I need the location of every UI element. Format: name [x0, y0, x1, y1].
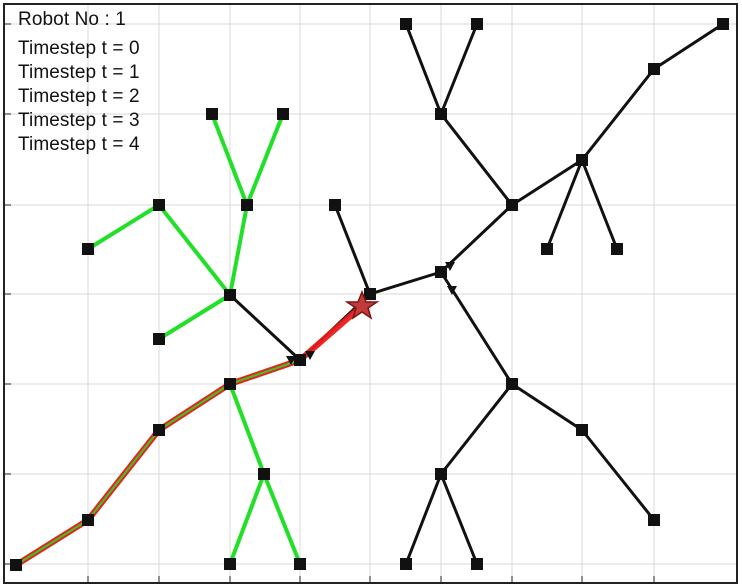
- triangle-markers: [286, 262, 457, 365]
- tree-edge: [333, 203, 372, 296]
- square-marker: [435, 266, 447, 278]
- tree-edge: [439, 472, 479, 566]
- green-edge: [228, 382, 266, 476]
- figure-title: Robot No : 1: [18, 9, 126, 30]
- tree-edge: [510, 382, 584, 432]
- tree-edge: [580, 158, 619, 251]
- square-marker: [471, 558, 483, 570]
- green-edge: [245, 112, 285, 207]
- square-marker: [329, 199, 341, 211]
- star-marker: [344, 289, 380, 320]
- legend-overlay: Robot No : 1 Timestep t = 0 Timestep t =…: [18, 8, 140, 157]
- square-marker: [294, 354, 306, 366]
- square-marker: [206, 108, 218, 120]
- square-marker: [400, 558, 412, 570]
- triangle-marker: [286, 356, 296, 365]
- square-marker: [435, 108, 447, 120]
- tree-edge: [368, 270, 443, 296]
- green-edge: [157, 203, 232, 297]
- square-marker: [364, 288, 376, 300]
- square-marker: [400, 18, 412, 30]
- legend-item: Timestep t = 4: [18, 134, 140, 155]
- square-marker: [471, 18, 483, 30]
- square-marker: [224, 558, 236, 570]
- square-marker: [294, 558, 306, 570]
- tree-edge: [404, 472, 443, 566]
- square-marker: [224, 289, 236, 301]
- square-marker: [277, 108, 289, 120]
- square-marker: [717, 18, 729, 30]
- green-edge: [157, 293, 232, 341]
- tree-edge: [404, 22, 443, 116]
- tree-edge: [510, 158, 584, 207]
- square-marker: [10, 559, 22, 571]
- square-marker: [82, 243, 94, 255]
- square-marker: [153, 424, 165, 436]
- legend-item: Timestep t = 3: [18, 110, 140, 131]
- tree-edge: [439, 382, 514, 476]
- legend-item: Timestep t = 0: [18, 38, 140, 59]
- tree-edge: [228, 293, 302, 362]
- square-marker: [258, 468, 270, 480]
- square-marker: [506, 199, 518, 211]
- square-markers: [10, 18, 729, 571]
- square-marker: [153, 333, 165, 345]
- square-marker: [435, 468, 447, 480]
- tree-edge: [652, 22, 725, 71]
- goal-star-marker: [344, 289, 380, 320]
- square-marker: [506, 378, 518, 390]
- green-edge: [210, 112, 249, 207]
- green-edge: [262, 472, 302, 566]
- legend-item: Timestep t = 2: [18, 86, 140, 107]
- tree-edge: [580, 428, 656, 522]
- green-edge: [228, 472, 266, 566]
- square-marker: [153, 199, 165, 211]
- grid-lines: [5, 5, 736, 582]
- green-edge: [86, 203, 161, 251]
- square-marker: [82, 514, 94, 526]
- triangle-marker: [305, 351, 315, 360]
- tree-edge: [545, 158, 584, 251]
- axis-ticks: [4, 23, 655, 583]
- square-marker: [611, 243, 623, 255]
- legend-item: Timestep t = 1: [18, 62, 140, 83]
- tree-edge: [439, 112, 514, 207]
- triangle-marker: [445, 262, 455, 271]
- square-marker: [576, 154, 588, 166]
- square-marker: [224, 378, 236, 390]
- square-marker: [648, 514, 660, 526]
- tree-edge: [580, 67, 656, 162]
- square-marker: [576, 424, 588, 436]
- tree-edge: [439, 203, 514, 274]
- square-marker: [241, 199, 253, 211]
- tree-edge: [439, 22, 479, 116]
- green-edge: [228, 203, 249, 297]
- square-marker: [541, 243, 553, 255]
- square-marker: [648, 63, 660, 75]
- triangle-marker: [447, 286, 457, 295]
